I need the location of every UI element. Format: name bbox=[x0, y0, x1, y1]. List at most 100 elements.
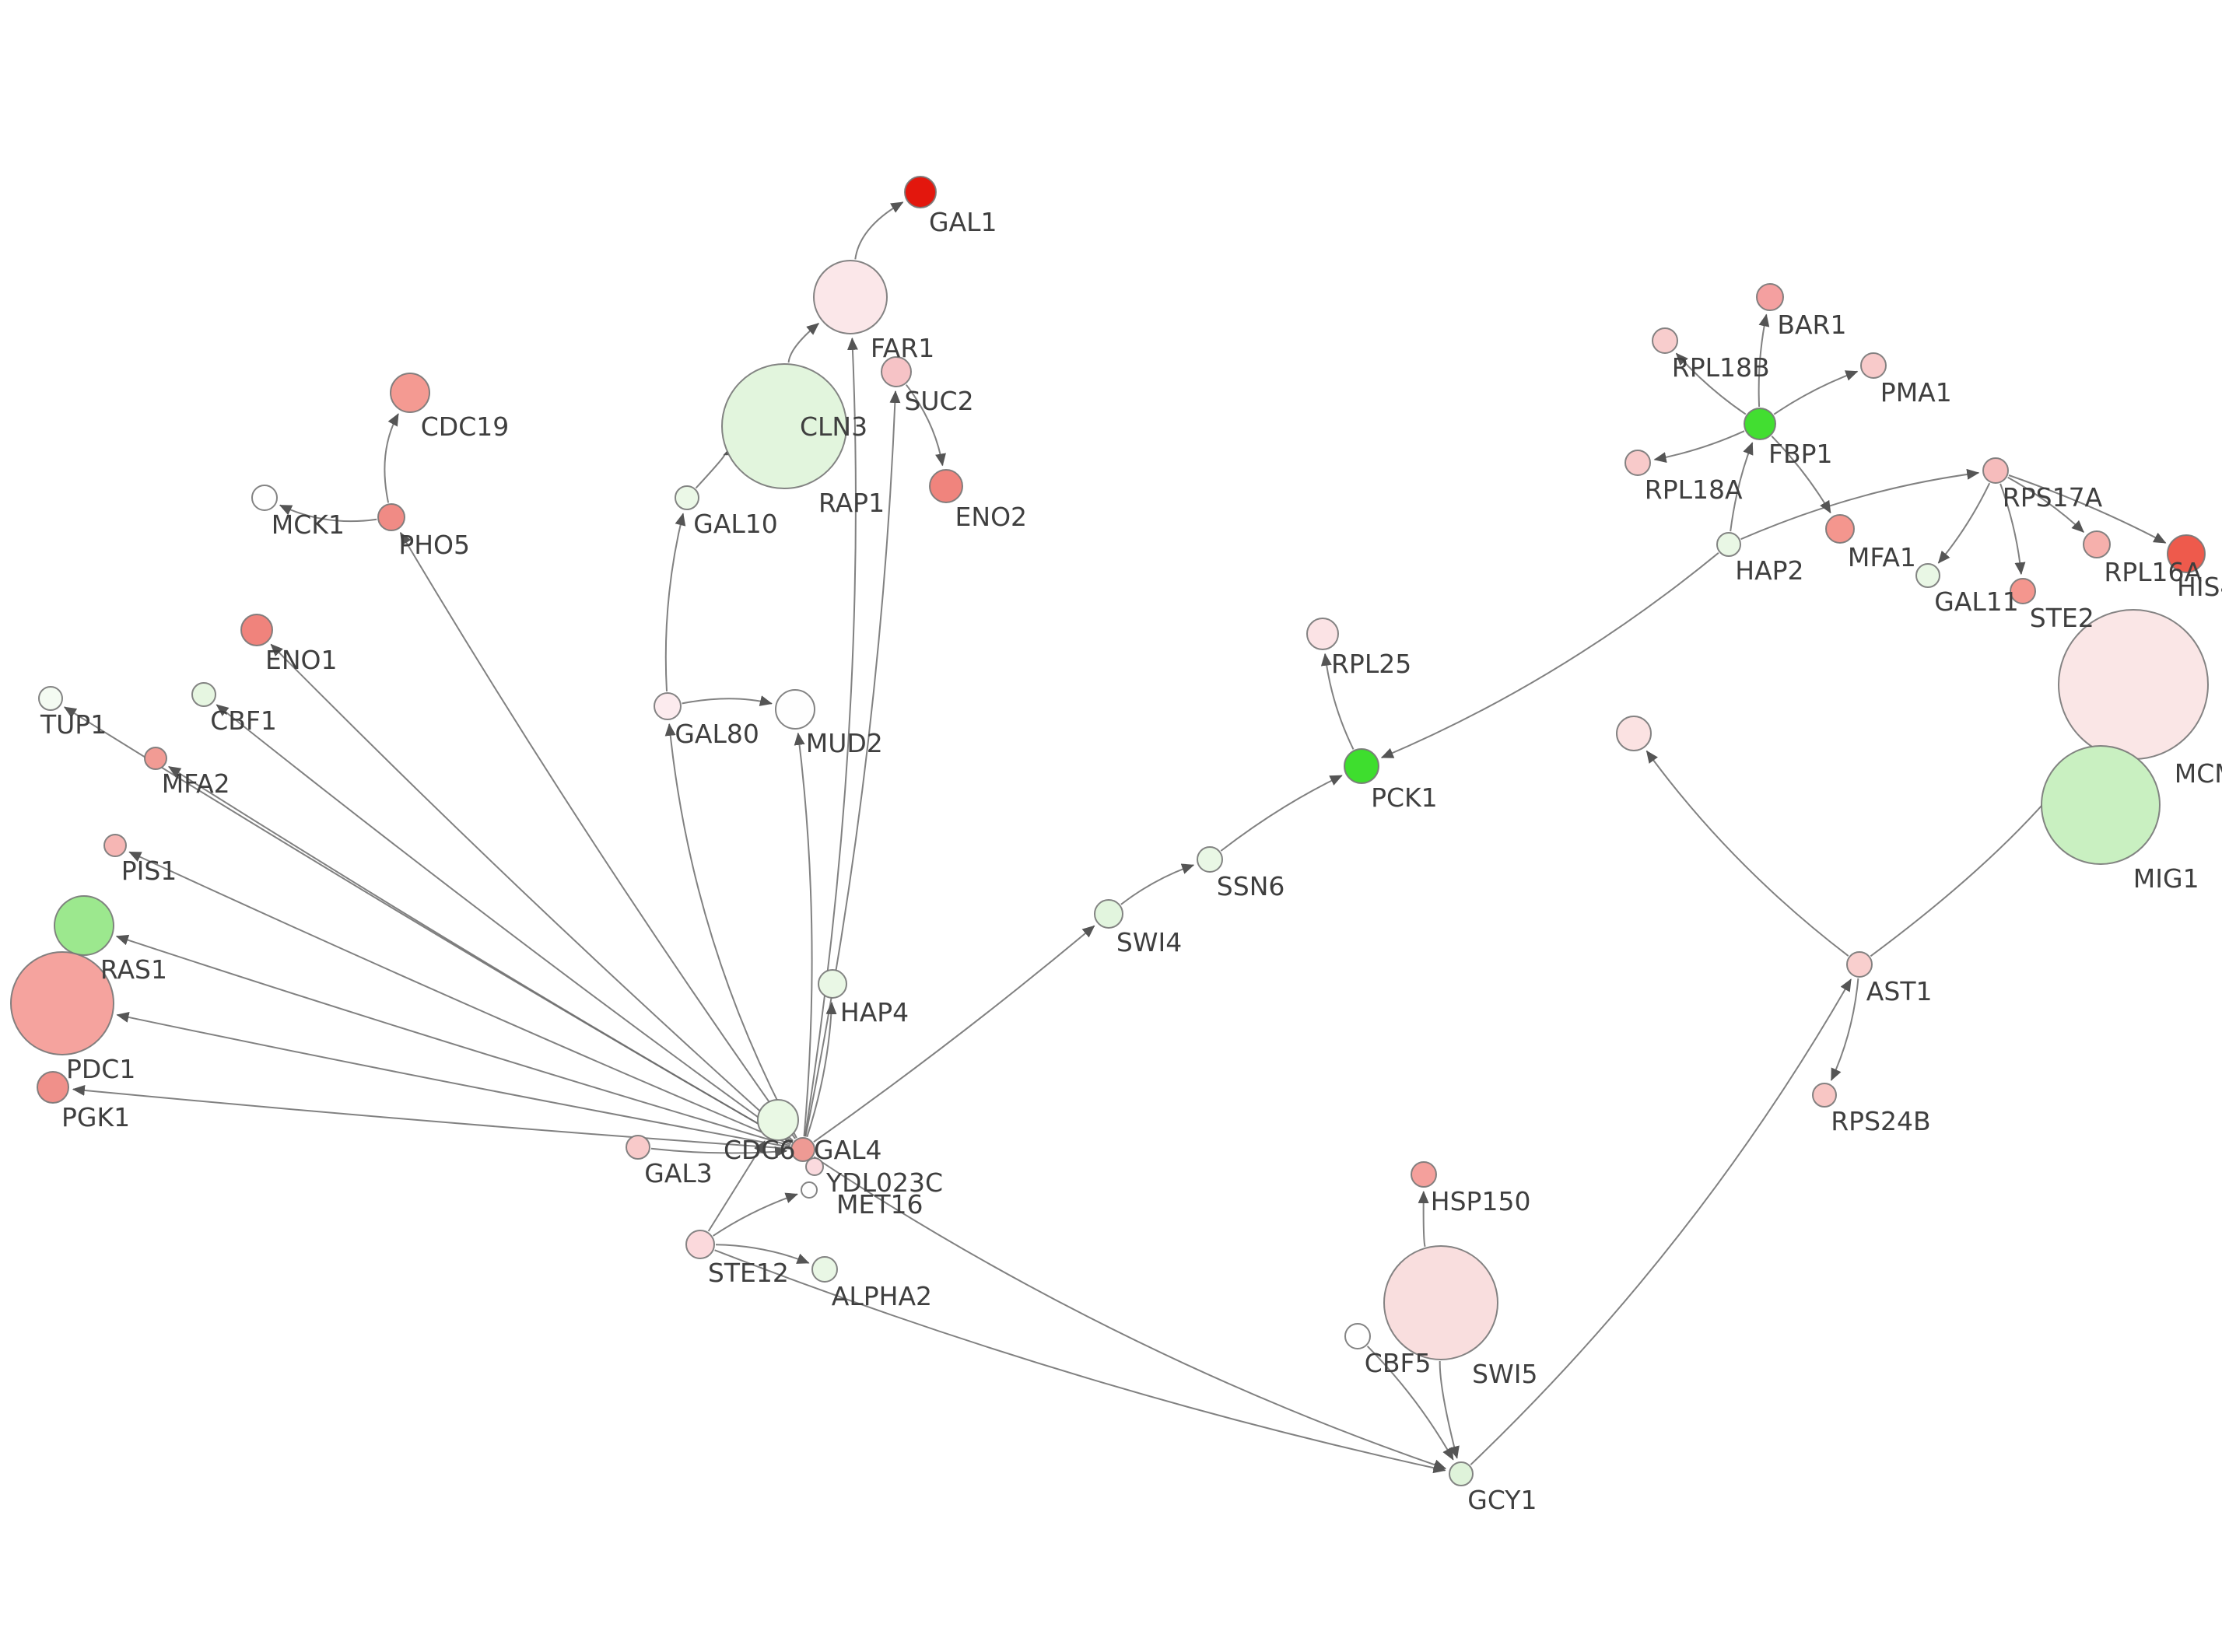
edge-GAL4-RAS1[interactable] bbox=[115, 934, 790, 1147]
edge-GAL4-SUC2[interactable] bbox=[804, 390, 901, 1137]
node-RPL18B[interactable] bbox=[1652, 327, 1678, 354]
node-ENO1[interactable] bbox=[240, 614, 273, 646]
node-SWI5[interactable] bbox=[1383, 1245, 1498, 1360]
node-SWI4[interactable] bbox=[1094, 899, 1123, 929]
edge-RPS17A-STE2[interactable] bbox=[1999, 483, 2026, 576]
node-HSP150[interactable] bbox=[1411, 1161, 1437, 1188]
node-FAR1[interactable] bbox=[813, 260, 888, 334]
node-GAL1[interactable] bbox=[904, 176, 937, 208]
node-UNNAMED1[interactable] bbox=[1616, 716, 1652, 751]
edge-FBP1-PMA1[interactable] bbox=[1773, 370, 1859, 415]
edge-GAL4-PGK1[interactable] bbox=[72, 1084, 790, 1150]
node-RPS17A[interactable] bbox=[1982, 457, 2009, 484]
node-HAP2[interactable] bbox=[1716, 532, 1741, 557]
node-PCK1[interactable] bbox=[1344, 748, 1379, 784]
node-CDC19[interactable] bbox=[390, 373, 430, 413]
edge-STE12-GCY1[interactable] bbox=[714, 1249, 1446, 1474]
node-GAL3[interactable] bbox=[626, 1135, 650, 1160]
node-ENO2[interactable] bbox=[929, 469, 963, 503]
node-RAS1[interactable] bbox=[54, 895, 114, 956]
edge-SUC2-ENO2[interactable] bbox=[906, 384, 946, 467]
edge-RPS17A-RPL16A[interactable] bbox=[2007, 476, 2084, 533]
node-GAL80[interactable] bbox=[654, 692, 682, 720]
node-CBF5[interactable] bbox=[1344, 1323, 1371, 1349]
edge-STE12-MET16[interactable] bbox=[713, 1192, 798, 1237]
node-BAR1[interactable] bbox=[1756, 283, 1784, 311]
node-CDC6[interactable] bbox=[757, 1099, 799, 1141]
edge-AST1-RPS24B[interactable] bbox=[1830, 978, 1859, 1081]
node-MFA2[interactable] bbox=[144, 747, 167, 770]
node-MCM1[interactable] bbox=[2058, 609, 2209, 760]
edge-SWI4-SSN6[interactable] bbox=[1120, 863, 1195, 905]
node-YDL023C[interactable] bbox=[805, 1157, 824, 1176]
edge-FBP1-RPL18B[interactable] bbox=[1675, 352, 1747, 415]
node-PMA1[interactable] bbox=[1860, 352, 1887, 379]
edge-SWI5-HSP150[interactable] bbox=[1418, 1191, 1429, 1248]
node-AST1[interactable] bbox=[1846, 951, 1873, 978]
node-GAL10[interactable] bbox=[675, 485, 699, 510]
edge-RPS17A-HIS4[interactable] bbox=[2008, 474, 2167, 544]
edge-HAP2-FBP1[interactable] bbox=[1730, 442, 1754, 532]
edge-GAL4-CBF1[interactable] bbox=[216, 704, 793, 1143]
node-MIG1[interactable] bbox=[2041, 745, 2161, 865]
edge-GAL10-RAP1[interactable] bbox=[695, 445, 737, 489]
edge-HAP2-RPS17A[interactable] bbox=[1740, 468, 1980, 541]
node-FBP1[interactable] bbox=[1744, 408, 1776, 440]
edge-PHO5-CDC19[interactable] bbox=[384, 413, 399, 503]
node-RPL25[interactable] bbox=[1306, 618, 1339, 650]
edge-FBP1-BAR1[interactable] bbox=[1758, 313, 1770, 408]
edge-GAL80-MUD2[interactable] bbox=[682, 695, 773, 706]
edge-GAL3-GAL4[interactable] bbox=[650, 1146, 788, 1157]
edge-GAL4-HAP4[interactable] bbox=[806, 1002, 837, 1138]
node-CBF1[interactable] bbox=[191, 682, 216, 707]
edge-PCK1-RPL25[interactable] bbox=[1320, 653, 1355, 750]
edge-SWI5-GCY1[interactable] bbox=[1439, 1360, 1460, 1459]
edge-GAL4-MFA2[interactable] bbox=[168, 765, 792, 1144]
node-RPL16A[interactable] bbox=[2083, 530, 2111, 558]
edge-GCY1-AST1[interactable] bbox=[1470, 978, 1852, 1465]
node-ALPHA2[interactable] bbox=[811, 1256, 838, 1283]
edge-RAP1-FAR1[interactable] bbox=[787, 323, 819, 363]
edge-GAL80-GAL10[interactable] bbox=[664, 513, 686, 692]
edge-FBP1-MFA1[interactable] bbox=[1771, 436, 1831, 514]
node-GAL4[interactable] bbox=[790, 1137, 815, 1162]
node-MET16[interactable] bbox=[801, 1181, 818, 1199]
node-GAL11[interactable] bbox=[1915, 563, 1940, 588]
node-STE2[interactable] bbox=[2010, 578, 2036, 604]
node-PHO5[interactable] bbox=[377, 503, 405, 531]
edge-AST1-UNNAMED1[interactable] bbox=[1645, 750, 1849, 957]
node-MCK1[interactable] bbox=[251, 485, 278, 511]
edge-GAL4-SWI4[interactable] bbox=[813, 925, 1095, 1143]
node-GCY1[interactable] bbox=[1449, 1461, 1474, 1486]
edge-GAL4-FAR1[interactable] bbox=[804, 337, 858, 1137]
edge-GAL4-GCY1[interactable] bbox=[813, 1156, 1447, 1470]
node-PIS1[interactable] bbox=[103, 834, 127, 857]
edge-CBF5-GCY1[interactable] bbox=[1366, 1346, 1454, 1461]
edge-GAL4-PHO5[interactable] bbox=[399, 531, 796, 1139]
edge-FAR1-GAL1[interactable] bbox=[854, 201, 904, 260]
node-HAP4[interactable] bbox=[818, 969, 847, 999]
node-SSN6[interactable] bbox=[1197, 846, 1223, 873]
edge-GAL4-GAL80[interactable] bbox=[664, 723, 797, 1139]
node-HIS4[interactable] bbox=[2167, 534, 2206, 573]
node-RPS24B[interactable] bbox=[1812, 1083, 1837, 1108]
edge-GAL4-ENO1[interactable] bbox=[270, 643, 794, 1142]
node-RPL18A[interactable] bbox=[1624, 450, 1651, 476]
node-SUC2[interactable] bbox=[881, 356, 912, 387]
edge-RPS17A-GAL11[interactable] bbox=[1937, 482, 1991, 564]
edge-STE12-ALPHA2[interactable] bbox=[715, 1244, 810, 1264]
edge-GAL4-PIS1[interactable] bbox=[128, 851, 791, 1146]
node-TUP1[interactable] bbox=[38, 686, 63, 711]
edge-SSN6-PCK1[interactable] bbox=[1220, 775, 1343, 852]
edge-FBP1-RPL18A[interactable] bbox=[1653, 430, 1745, 463]
node-PGK1[interactable] bbox=[37, 1071, 69, 1104]
edge-GAL4-MUD2[interactable] bbox=[794, 732, 813, 1137]
node-MUD2[interactable] bbox=[775, 689, 815, 730]
edge-GAL4-PDC1[interactable] bbox=[116, 1012, 790, 1148]
node-STE12[interactable] bbox=[685, 1230, 715, 1259]
node-RAP1[interactable] bbox=[721, 363, 847, 489]
node-MFA1[interactable] bbox=[1825, 514, 1855, 544]
edge-HAP2-PCK1[interactable] bbox=[1380, 552, 1719, 759]
node-PDC1[interactable] bbox=[10, 951, 114, 1055]
edge-STE12-CDC6[interactable] bbox=[707, 1140, 766, 1232]
